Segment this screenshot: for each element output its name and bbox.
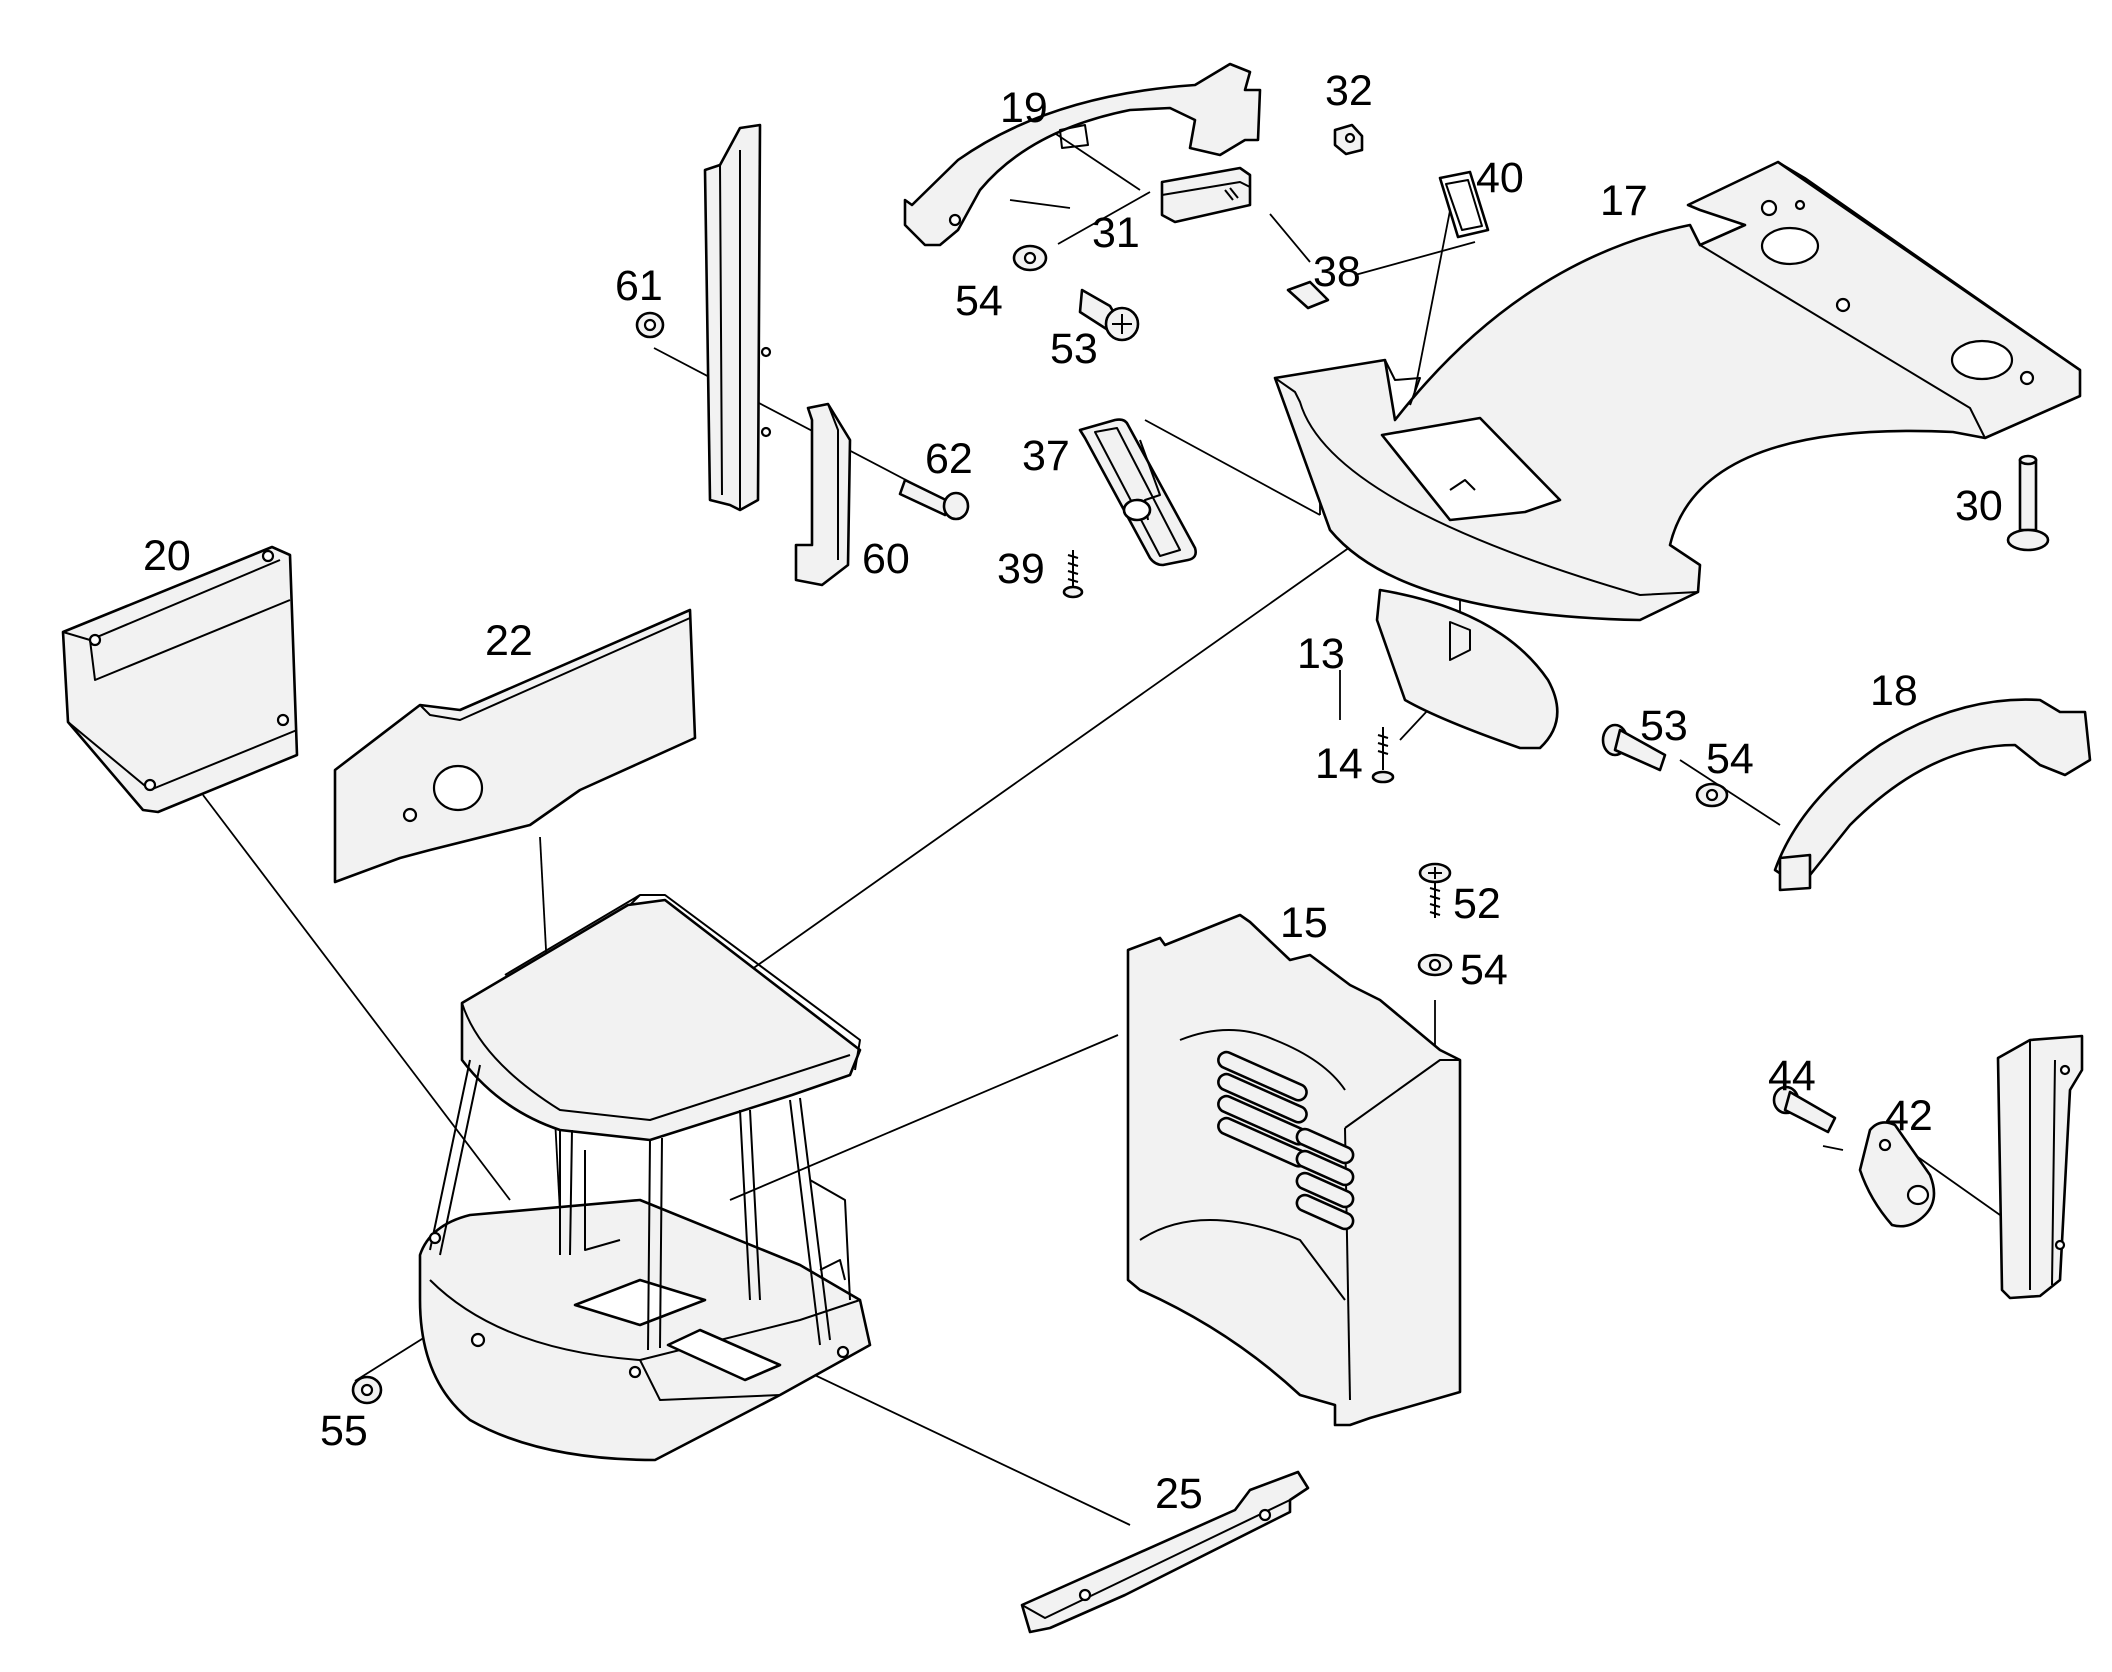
part-55-nut (351, 1375, 383, 1405)
callout-17: 17 (1600, 177, 1648, 225)
part-19-bracket (903, 62, 1262, 247)
callout-39: 39 (997, 545, 1045, 593)
part-25-sill (1020, 1470, 1310, 1634)
part-39-screw (1062, 550, 1084, 599)
part-54-washer-top (1012, 244, 1048, 272)
part-32-bulb (1333, 123, 1364, 156)
callout-15: 15 (1280, 899, 1328, 947)
callout-22: 22 (485, 617, 533, 665)
callout-14: 14 (1315, 740, 1363, 788)
callout-53-right: 53 (1640, 702, 1688, 750)
door-post-left (703, 123, 772, 512)
cab-frame-assembly (418, 894, 872, 1462)
part-44-bolt (1772, 1085, 1837, 1134)
callout-40: 40 (1476, 154, 1524, 202)
callout-54-top: 54 (955, 277, 1003, 325)
part-62-bolt (898, 478, 970, 521)
callout-52: 52 (1453, 880, 1501, 928)
callout-54-right: 54 (1706, 735, 1754, 783)
part-37-mirror (1078, 418, 1197, 567)
callout-32: 32 (1325, 67, 1373, 115)
callout-labels: 19 32 40 17 31 38 61 54 53 37 62 30 60 3… (143, 67, 2003, 1518)
door-post-right (1996, 1034, 2084, 1300)
part-53-screw-top (1078, 288, 1140, 342)
part-53-screw-right (1601, 723, 1667, 772)
part-22-plate (333, 608, 697, 884)
part-18-bracket (1773, 698, 2092, 892)
part-20-panel (61, 545, 299, 814)
callout-44: 44 (1768, 1052, 1816, 1100)
part-30-pin (2006, 454, 2050, 552)
part-42-latch (1858, 1121, 1936, 1228)
callout-19: 19 (1000, 84, 1048, 132)
part-52-screw (1418, 862, 1452, 918)
callout-25: 25 (1155, 1470, 1203, 1518)
part-15-rear-panel (1126, 913, 1462, 1427)
callout-13: 13 (1297, 630, 1345, 678)
part-40-label (1438, 170, 1490, 239)
callout-42: 42 (1885, 1092, 1933, 1140)
part-54-washer-middle (1417, 953, 1453, 977)
part-60-handle (794, 402, 852, 587)
part-31-light (1160, 166, 1252, 224)
part-38-clip (1286, 280, 1330, 310)
callout-62: 62 (925, 435, 973, 483)
part-61-nut (635, 311, 665, 339)
callout-54-middle: 54 (1460, 946, 1508, 994)
callout-55: 55 (320, 1407, 368, 1455)
callout-31: 31 (1092, 209, 1140, 257)
vent-slots (1217, 1050, 1355, 1231)
callout-38: 38 (1313, 248, 1361, 296)
part-13-visor (1375, 588, 1559, 750)
callout-30: 30 (1955, 482, 2003, 530)
part-54-washer-right (1695, 782, 1729, 808)
callout-53-top: 53 (1050, 325, 1098, 373)
callout-60: 60 (862, 535, 910, 583)
part-14-screw (1371, 727, 1395, 784)
part-17-roof-panel (1273, 160, 2082, 622)
callout-61: 61 (615, 262, 663, 310)
callout-20: 20 (143, 532, 191, 580)
callout-18: 18 (1870, 667, 1918, 715)
callout-37: 37 (1022, 432, 1070, 480)
